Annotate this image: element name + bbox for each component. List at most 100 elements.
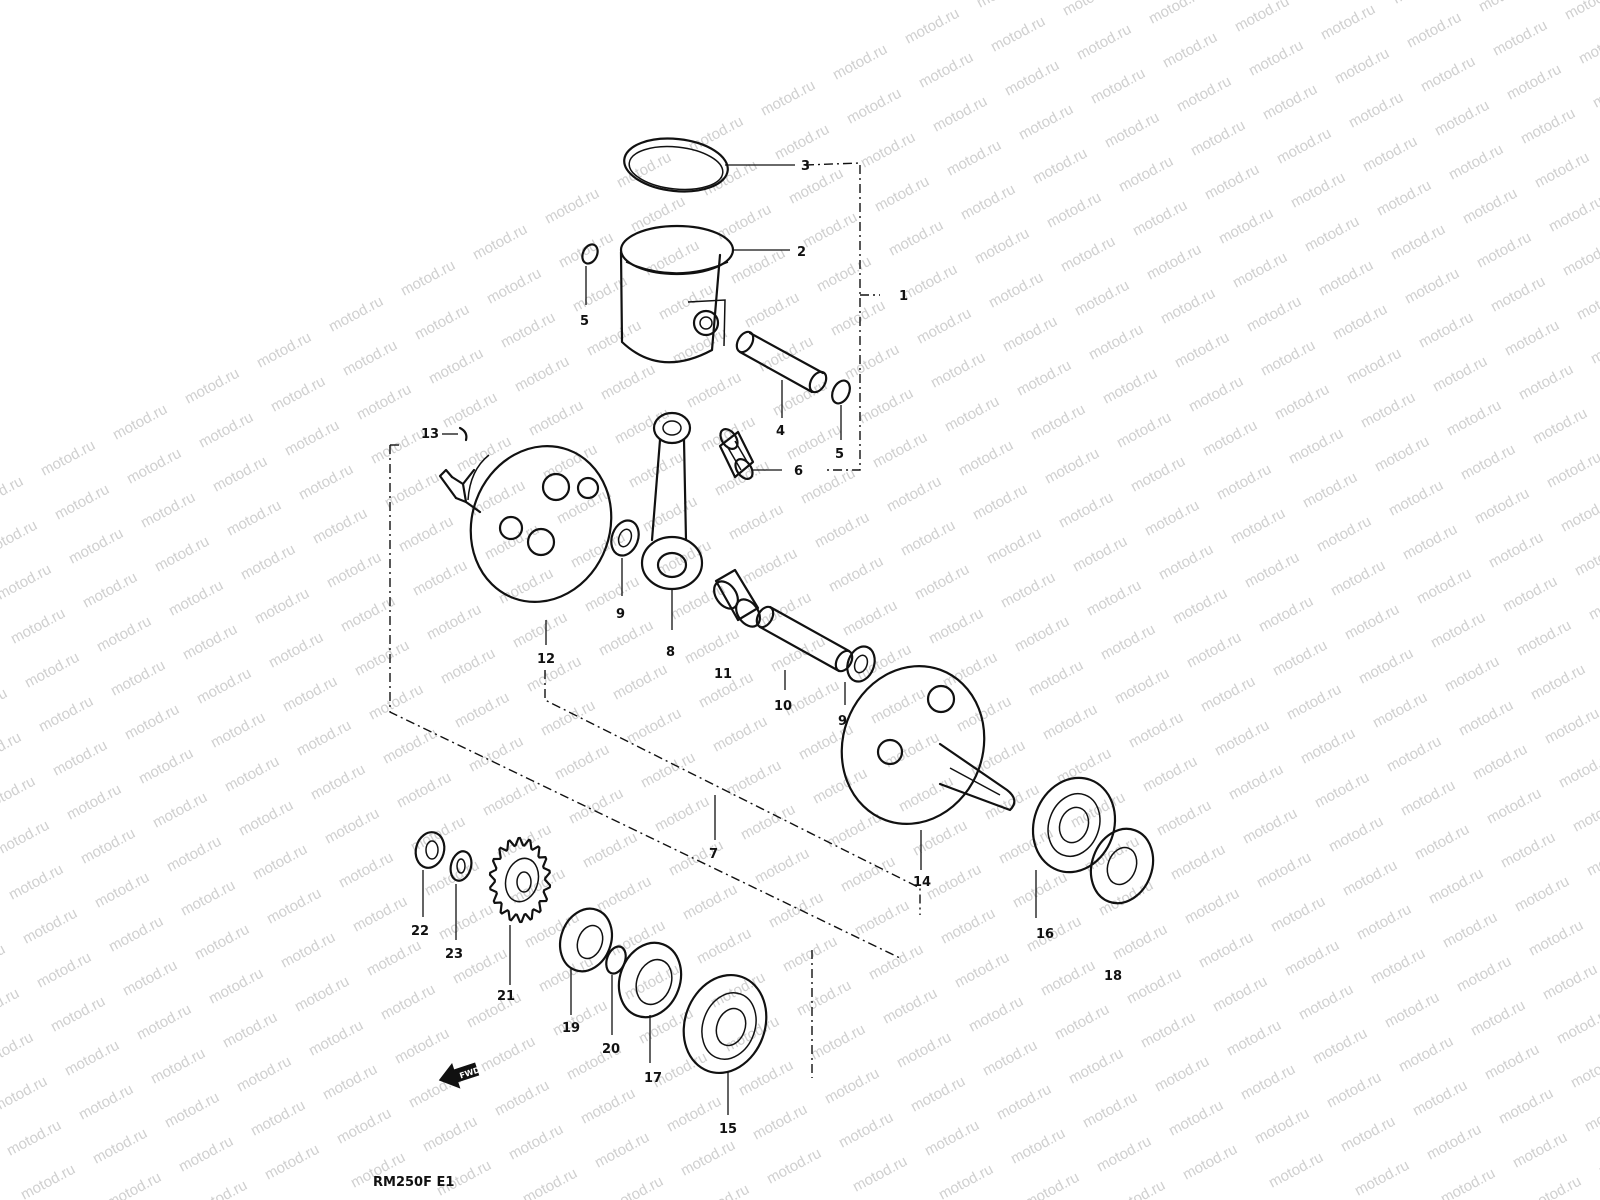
watermark-text: motod.ru (1052, 1001, 1112, 1044)
watermark-text: motod.ru (1368, 945, 1428, 988)
watermark-text: motod.ru (1158, 285, 1218, 328)
watermark-text: motod.ru (1328, 557, 1388, 600)
watermark-text: motod.ru (1590, 69, 1600, 112)
watermark-text: motod.ru (1426, 865, 1486, 908)
callout-4: 4 (776, 424, 785, 439)
watermark-text: motod.ru (506, 1121, 566, 1164)
watermark-text: motod.ru (1442, 653, 1502, 696)
callout-19: 19 (562, 1021, 580, 1036)
watermark-text: motod.ru (1130, 197, 1190, 240)
watermark-text: motod.ru (1558, 493, 1600, 536)
watermark-text: motod.ru (178, 877, 238, 920)
callout-8: 8 (666, 645, 675, 660)
watermark-text: motod.ru (1430, 353, 1490, 396)
watermark-text: motod.ru (176, 1133, 236, 1176)
watermark-text: motod.ru (1488, 273, 1548, 316)
watermark-text: motod.ru (1180, 1141, 1240, 1184)
watermark-text: motod.ru (1440, 909, 1500, 952)
watermark-text: motod.ru (614, 149, 674, 192)
watermark-text: motod.ru (1030, 145, 1090, 188)
watermark-text: motod.ru (90, 1125, 150, 1168)
small-end-bearing (718, 428, 755, 480)
watermark-text: motod.ru (838, 853, 898, 896)
woodruff-key (458, 426, 468, 442)
watermark-text: motod.ru (1174, 73, 1234, 116)
watermark-text: motod.ru (1074, 21, 1134, 64)
watermark-text: motod.ru (582, 573, 642, 616)
watermark-text: motod.ru (194, 665, 254, 708)
watermark-text: motod.ru (938, 905, 998, 948)
watermark-text: motod.ru (512, 353, 572, 396)
watermark-text: motod.ru (1028, 401, 1088, 444)
watermark-text: motod.ru (1502, 317, 1562, 360)
watermark-text: motod.ru (278, 929, 338, 972)
watermark-text: motod.ru (1514, 617, 1574, 660)
watermark-text: motod.ru (1040, 701, 1100, 744)
watermark-text: motod.ru (322, 805, 382, 848)
watermark-text: motod.ru (1038, 957, 1098, 1000)
watermark-text: motod.ru (986, 269, 1046, 312)
watermark-text: motod.ru (1080, 1089, 1140, 1132)
watermark-text: motod.ru (268, 373, 328, 416)
callout-5b: 5 (835, 447, 844, 462)
watermark-text: motod.ru (320, 1061, 380, 1104)
watermark-text: motod.ru (622, 961, 682, 1004)
watermark-text: motod.ru (1172, 329, 1232, 372)
watermark-text: motod.ru (1012, 613, 1072, 656)
watermark-text: motod.ru (836, 1109, 896, 1152)
watermark-text: motod.ru (1230, 249, 1290, 292)
watermark-text: motod.ru (812, 509, 872, 552)
watermark-text: motod.ru (914, 305, 974, 348)
watermark-text: motod.ru (870, 429, 930, 472)
watermark-text: motod.ru (0, 985, 22, 1028)
watermark-text: motod.ru (1454, 953, 1514, 996)
watermark-text: motod.ru (1570, 793, 1600, 836)
watermark-text: motod.ru (1310, 1025, 1370, 1068)
watermark-text: motod.ru (1410, 1077, 1470, 1120)
watermark-text: motod.ru (0, 941, 8, 984)
watermark-text: motod.ru (796, 721, 856, 764)
watermark-text: motod.ru (1010, 869, 1070, 912)
callout-7: 7 (709, 847, 718, 862)
watermark-text: motod.ru (236, 797, 296, 840)
watermark-text: motod.ru (120, 957, 180, 1000)
watermark-text: motod.ru (222, 753, 282, 796)
watermark-text: motod.ru (898, 517, 958, 560)
watermark-text: motod.ru (1026, 657, 1086, 700)
watermark-text: motod.ru (1584, 837, 1600, 880)
big-end-bearing (713, 568, 761, 628)
watermark-text: motod.ru (1444, 397, 1504, 440)
watermark-text: motod.ru (624, 705, 684, 748)
watermark-text: motod.ru (1342, 601, 1402, 644)
watermark-text: motod.ru (452, 689, 512, 732)
watermark-text: motod.ru (638, 749, 698, 792)
watermark-text: motod.ru (1268, 893, 1328, 936)
watermark-text: motod.ru (926, 605, 986, 648)
watermark-text: motod.ru (1516, 361, 1576, 404)
watermark-text: motod.ru (152, 533, 212, 576)
watermark-text: motod.ru (768, 633, 828, 676)
watermark-text: motod.ru (394, 769, 454, 812)
watermark-text: motod.ru (640, 493, 700, 536)
watermark-text: motod.ru (0, 517, 40, 560)
watermark-text: motod.ru (0, 1029, 36, 1072)
callout-1: 1 (899, 289, 908, 304)
watermark-text: motod.ru (254, 329, 314, 372)
watermark-text: motod.ru (310, 505, 370, 548)
watermark-text: motod.ru (1072, 277, 1132, 320)
watermark-text: motod.ru (1210, 973, 1270, 1016)
watermark-text: motod.ru (162, 1089, 222, 1132)
watermark-text: motod.ru (1498, 829, 1558, 872)
watermark-text: motod.ru (1302, 213, 1362, 256)
watermark-text: motod.ru (868, 685, 928, 728)
watermark-text: motod.ru (1224, 1017, 1284, 1060)
watermark-text: motod.ru (700, 157, 760, 200)
watermark-text: motod.ru (970, 481, 1030, 524)
watermark-text: motod.ru (526, 397, 586, 440)
watermark-text: motod.ru (1298, 725, 1358, 768)
piston-pin (735, 330, 828, 394)
watermark-text: motod.ru (1398, 777, 1458, 820)
watermark-text: motod.ru (150, 789, 210, 832)
watermark-text: motod.ru (1358, 389, 1418, 432)
watermark-text: motod.ru (180, 621, 240, 664)
